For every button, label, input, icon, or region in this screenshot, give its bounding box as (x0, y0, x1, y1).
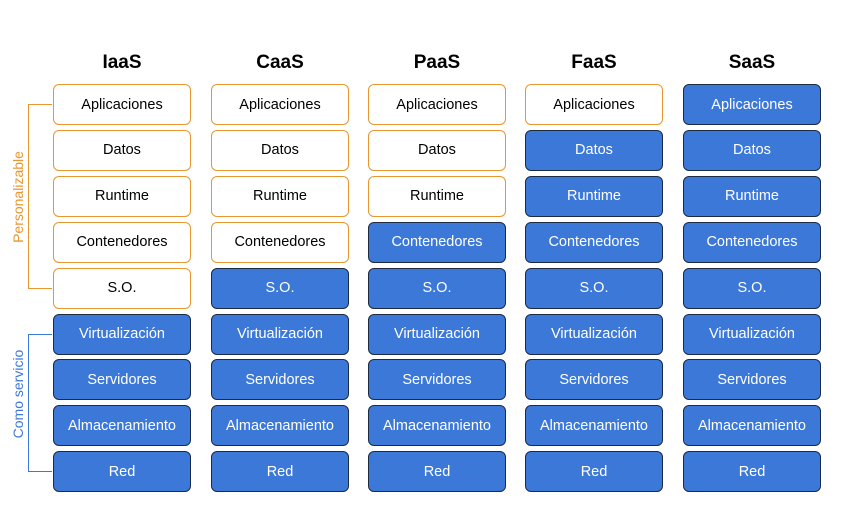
layer-cell: Aplicaciones (683, 84, 821, 125)
layer-cell: Servidores (53, 359, 191, 401)
layer-cell: Virtualización (683, 313, 821, 355)
layer-cell: Contenedores (211, 221, 349, 263)
layer-cell: Almacenamiento (525, 405, 663, 447)
layer-cell: Servidores (683, 359, 821, 401)
layer-cell: Datos (683, 129, 821, 171)
layer-cell: Servidores (211, 359, 349, 401)
as-service-label: Como servicio (10, 349, 26, 439)
layer-cell: Runtime (683, 175, 821, 217)
column-title-faas: FaaS (571, 52, 617, 73)
layer-cell: Red (53, 451, 191, 493)
column-title-saas: SaaS (728, 52, 776, 73)
layer-cell: Contenedores (53, 221, 191, 263)
layer-cell: S.O. (683, 267, 821, 309)
layer-cell: Datos (53, 129, 191, 171)
layer-cell: Red (683, 451, 821, 493)
layer-cell: Red (211, 451, 349, 493)
layer-cell: Servidores (368, 359, 506, 401)
layer-cell: Almacenamiento (53, 405, 191, 447)
layer-cell: Runtime (368, 175, 506, 217)
column-title-iaas: IaaS (102, 52, 142, 73)
layer-cell: Aplicaciones (53, 84, 191, 125)
layer-cell: Aplicaciones (211, 84, 349, 125)
layer-cell: Datos (525, 129, 663, 171)
layer-cell: Servidores (525, 359, 663, 401)
customizable-label: Personalizable (10, 151, 26, 243)
layer-cell: S.O. (368, 267, 506, 309)
layer-cell: Virtualización (211, 313, 349, 355)
layer-cell: Red (525, 451, 663, 493)
layer-cell: Almacenamiento (368, 405, 506, 447)
layer-cell: S.O. (525, 267, 663, 309)
layer-cell: Runtime (525, 175, 663, 217)
layer-cell: Datos (368, 129, 506, 171)
as-service-bracket (28, 334, 52, 472)
layer-cell: Aplicaciones (368, 84, 506, 125)
column-title-caas: CaaS (256, 52, 304, 73)
column-title-paas: PaaS (413, 52, 461, 73)
layer-cell: Virtualización (525, 313, 663, 355)
customizable-bracket (28, 104, 52, 289)
layer-cell: Contenedores (368, 221, 506, 263)
layer-cell: Virtualización (368, 313, 506, 355)
layer-cell: Red (368, 451, 506, 493)
layer-cell: S.O. (53, 267, 191, 309)
layer-cell: Almacenamiento (683, 405, 821, 447)
layer-cell: Runtime (53, 175, 191, 217)
layer-cell: Aplicaciones (525, 84, 663, 125)
layer-cell: Almacenamiento (211, 405, 349, 447)
layer-cell: Datos (211, 129, 349, 171)
layer-cell: Runtime (211, 175, 349, 217)
layer-cell: Contenedores (525, 221, 663, 263)
layer-cell: Contenedores (683, 221, 821, 263)
layer-cell: Virtualización (53, 313, 191, 355)
layer-cell: S.O. (211, 267, 349, 309)
